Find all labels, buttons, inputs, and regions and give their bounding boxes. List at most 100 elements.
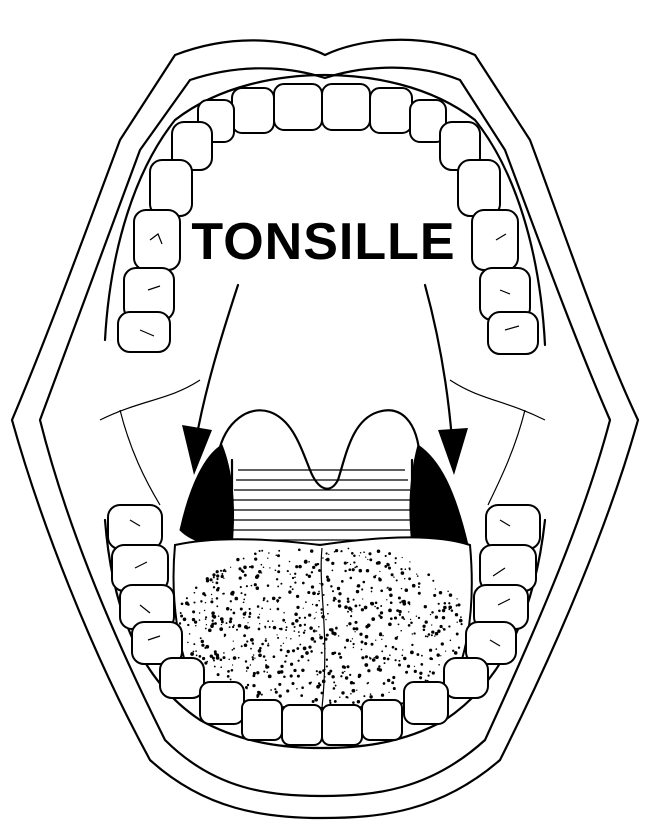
tongue-dot (351, 552, 354, 555)
tongue-dot (267, 600, 269, 602)
tongue-dot (261, 607, 263, 609)
tongue-dot (448, 602, 450, 604)
tongue-dot (427, 573, 430, 576)
tongue-dot (364, 663, 368, 667)
tongue-dot (418, 586, 420, 588)
tongue-dot (261, 694, 263, 696)
tongue-dot (403, 657, 406, 660)
tongue-dot (296, 606, 299, 609)
tongue-dot (397, 636, 399, 638)
tongue-dot (436, 653, 439, 656)
tongue-dot (213, 586, 215, 588)
tongue-dot (353, 647, 354, 648)
tongue-dot (383, 682, 386, 685)
tongue-dot (377, 561, 381, 565)
tongue-dot (279, 694, 282, 697)
tongue-dot (285, 655, 287, 657)
palate-pocket (232, 460, 412, 545)
tongue-dot (296, 647, 299, 650)
tongue-dot (210, 655, 213, 658)
tongue-dot (238, 657, 240, 659)
tongue-dot (285, 622, 286, 623)
tongue-dot (208, 628, 212, 632)
tongue-dot (333, 687, 336, 690)
tongue-dot (280, 665, 283, 668)
tongue-dot (410, 619, 411, 620)
tongue-dot (369, 695, 372, 698)
tongue-dot (290, 574, 291, 575)
tongue-dot (254, 583, 257, 586)
tongue-dot (261, 643, 264, 646)
tongue-dot (448, 608, 450, 610)
tongue-dot (221, 573, 223, 575)
tongue-dot (187, 624, 189, 626)
tongue-dot (290, 586, 292, 588)
tongue-dot (282, 619, 285, 622)
tongue-dot (209, 578, 212, 581)
tongue-dot (192, 610, 195, 613)
tongue-dot (438, 610, 441, 613)
tongue-dot (409, 569, 411, 571)
tongue-dot (257, 616, 260, 619)
tongue-dot (286, 637, 287, 638)
arrow-left-shaft (196, 285, 238, 440)
tongue-dot (277, 570, 280, 573)
tongue-dot (226, 622, 228, 624)
tongue-dot (229, 626, 231, 628)
tongue-dot (245, 660, 247, 662)
tongue-dot (354, 567, 356, 569)
tongue-dot (232, 626, 234, 628)
tongue-dot (378, 614, 380, 616)
tongue-dot (217, 673, 220, 676)
tongue-dot (204, 647, 206, 649)
tongue-dot (230, 567, 231, 568)
tongue-dot (267, 644, 269, 646)
tongue-dot (395, 659, 397, 661)
tongue-dot (300, 694, 303, 697)
tongue-dot (371, 587, 373, 589)
tongue-dot (221, 575, 224, 578)
tongue-dot (385, 555, 387, 557)
tongue-dot (381, 694, 384, 697)
tongue-dot (258, 653, 262, 657)
tongue-dot (349, 577, 352, 580)
tongue-dot (355, 627, 358, 630)
tongue-dot (380, 611, 383, 614)
tongue-dot (370, 693, 372, 695)
tongue-dot (319, 671, 322, 674)
tongue-dot (393, 576, 394, 577)
tongue-dot (265, 659, 267, 661)
tongue-dot (328, 554, 329, 555)
tongue-dot (205, 618, 207, 620)
tongue-dot (296, 595, 299, 598)
tongue-dot (327, 613, 329, 615)
tongue-dot (322, 557, 324, 559)
tongue-dot (344, 570, 346, 572)
tongue-dot (417, 575, 419, 577)
tongue-dot (423, 629, 426, 632)
tongue-dot (295, 565, 298, 568)
tongue-dot (280, 649, 283, 652)
tongue-dot (330, 628, 334, 632)
tongue-dot (294, 581, 296, 583)
tongue-dot (238, 624, 242, 628)
tongue-dot (331, 652, 334, 655)
tongue-dot (278, 597, 280, 599)
tongue-dot (290, 638, 292, 640)
tongue-dot (381, 639, 382, 640)
tongue-dot (308, 613, 311, 616)
tonsil-left (180, 445, 234, 545)
tongue-dot (261, 572, 262, 573)
tongue-dot (348, 622, 351, 625)
tongue-dot (243, 566, 247, 570)
tongue-dot (221, 624, 222, 625)
tongue-dot (299, 644, 301, 646)
tongue-dot (461, 623, 463, 625)
tongue-dot (348, 607, 352, 611)
tongue-dot (306, 573, 308, 575)
tongue-dot (273, 626, 277, 630)
tongue-dot (294, 613, 298, 617)
tongue-dot (340, 675, 342, 677)
tongue-dot (413, 632, 415, 634)
